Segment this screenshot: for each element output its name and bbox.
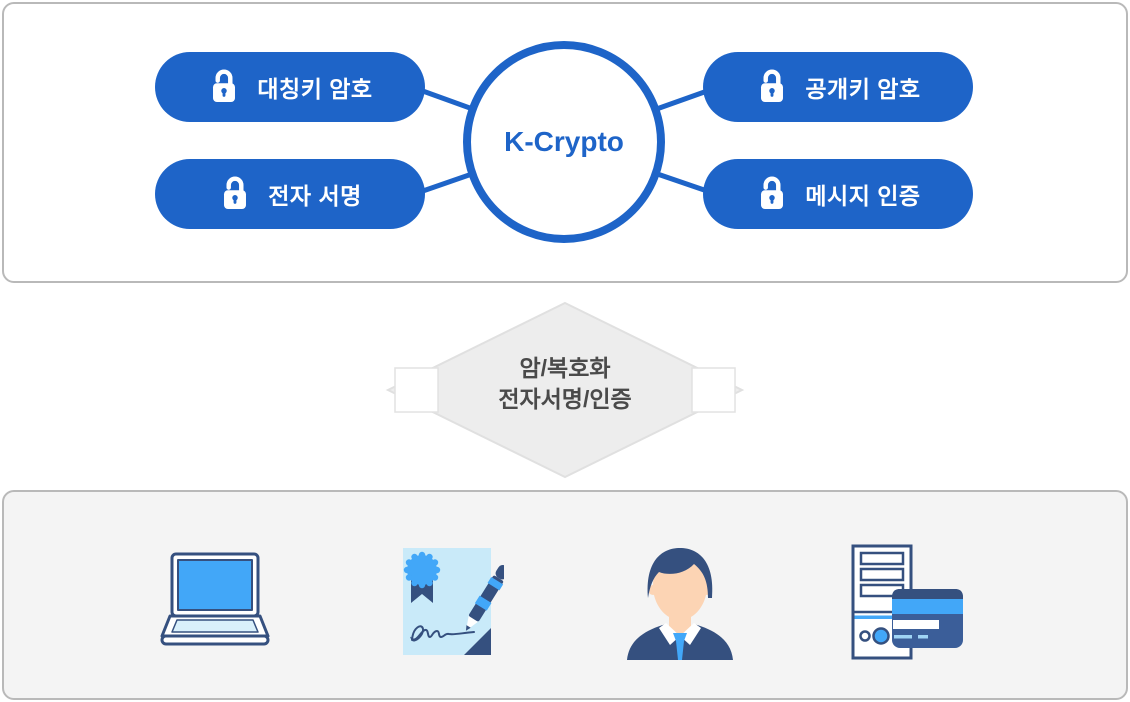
module-label: 공개키 암호: [805, 76, 921, 102]
module-label: 대칭키 암호: [257, 76, 373, 102]
module-digital-signature: 전자 서명: [155, 159, 425, 229]
server-credit-card-icon: [850, 543, 965, 665]
module-message-auth: 메시지 인증: [703, 159, 973, 229]
laptop-icon: [160, 552, 270, 653]
flow-line-2: 전자서명/인증: [498, 386, 632, 412]
module-label: 메시지 인증: [805, 183, 921, 209]
businessman-icon: [621, 542, 739, 665]
flow-arrow-text: 암/복호화 전자서명/인증: [415, 353, 715, 415]
center-node-label: K-Crypto: [504, 126, 624, 157]
module-label: 전자 서명: [268, 183, 362, 209]
padlock-icon: [213, 69, 236, 103]
flow-line-1: 암/복호화: [519, 355, 611, 381]
padlock-icon: [761, 176, 784, 210]
padlock-icon: [224, 176, 247, 210]
module-symmetric-key: 대칭키 암호: [155, 52, 425, 122]
padlock-icon: [761, 69, 784, 103]
center-node: K-Crypto: [463, 41, 665, 243]
module-public-key: 공개키 암호: [703, 52, 973, 122]
signed-document-icon: [392, 543, 510, 666]
